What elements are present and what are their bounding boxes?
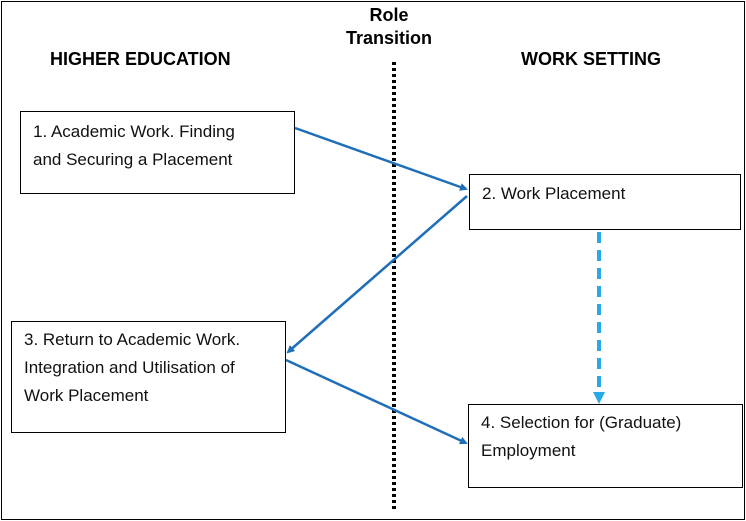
stage-box-text: 1. Academic Work. Finding — [33, 122, 235, 141]
arrow-box3-to-box4 — [285, 358, 468, 445]
role-transition-title-line2: Transition — [345, 28, 432, 48]
stage-box-text: 2. Work Placement — [482, 184, 626, 203]
stage-box-text: 3. Return to Academic Work. — [24, 330, 241, 349]
heading-work-setting: WORK SETTING — [521, 49, 661, 69]
stage-box-academic-work: 1. Academic Work. Finding and Securing a… — [20, 111, 295, 194]
stage-box-text: and Securing a Placement — [33, 150, 233, 169]
stage-box-return-to-academic-work: 3. Return to Academic Work. Integration … — [11, 321, 286, 433]
arrow-box2-to-box3 — [286, 195, 468, 354]
role-transition-title-line1: Role — [369, 5, 409, 25]
stage-box-text: 4. Selection for (Graduate) — [481, 413, 682, 432]
arrow-box1-to-box2 — [294, 126, 468, 191]
heading-higher-education: HIGHER EDUCATION — [50, 49, 231, 69]
stage-box-work-placement: 2. Work Placement — [469, 174, 741, 230]
stage-box-selection-for-employment: 4. Selection for (Graduate) Employment — [468, 404, 743, 488]
stage-box-text: Work Placement — [24, 386, 149, 405]
stage-box-text: Integration and Utilisation of — [24, 358, 235, 377]
role-transition-title: Role Transition — [330, 4, 448, 50]
stage-box-text: Employment — [481, 441, 576, 460]
